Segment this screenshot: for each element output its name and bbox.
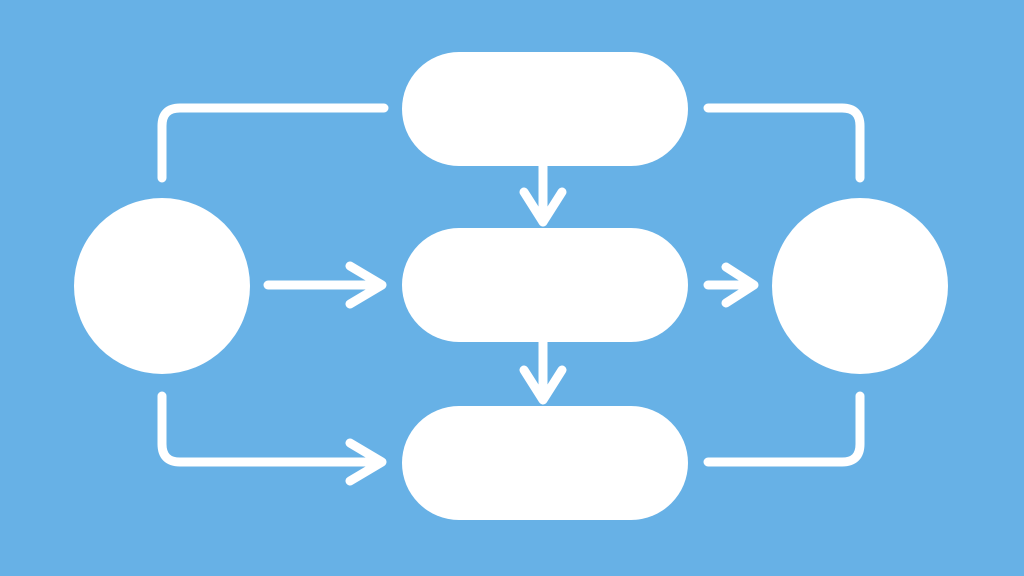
arrowhead-middle-to-bottom — [519, 365, 567, 405]
arrowhead-left-to-bottom — [345, 438, 387, 486]
connector-bottom-to-right — [703, 391, 865, 467]
right-circle-node — [772, 198, 948, 374]
arrowhead-left-to-middle — [345, 261, 387, 309]
top-pill-node — [402, 52, 688, 166]
middle-pill-node — [402, 228, 688, 342]
bottom-pill-node — [402, 406, 688, 520]
connector-left-to-top — [157, 103, 389, 183]
connector-top-to-right — [703, 103, 865, 183]
connector-left-to-bottom — [157, 391, 385, 467]
left-circle-node — [74, 198, 250, 374]
arrowhead-top-to-middle — [519, 187, 567, 227]
arrowhead-middle-to-right — [721, 262, 759, 308]
